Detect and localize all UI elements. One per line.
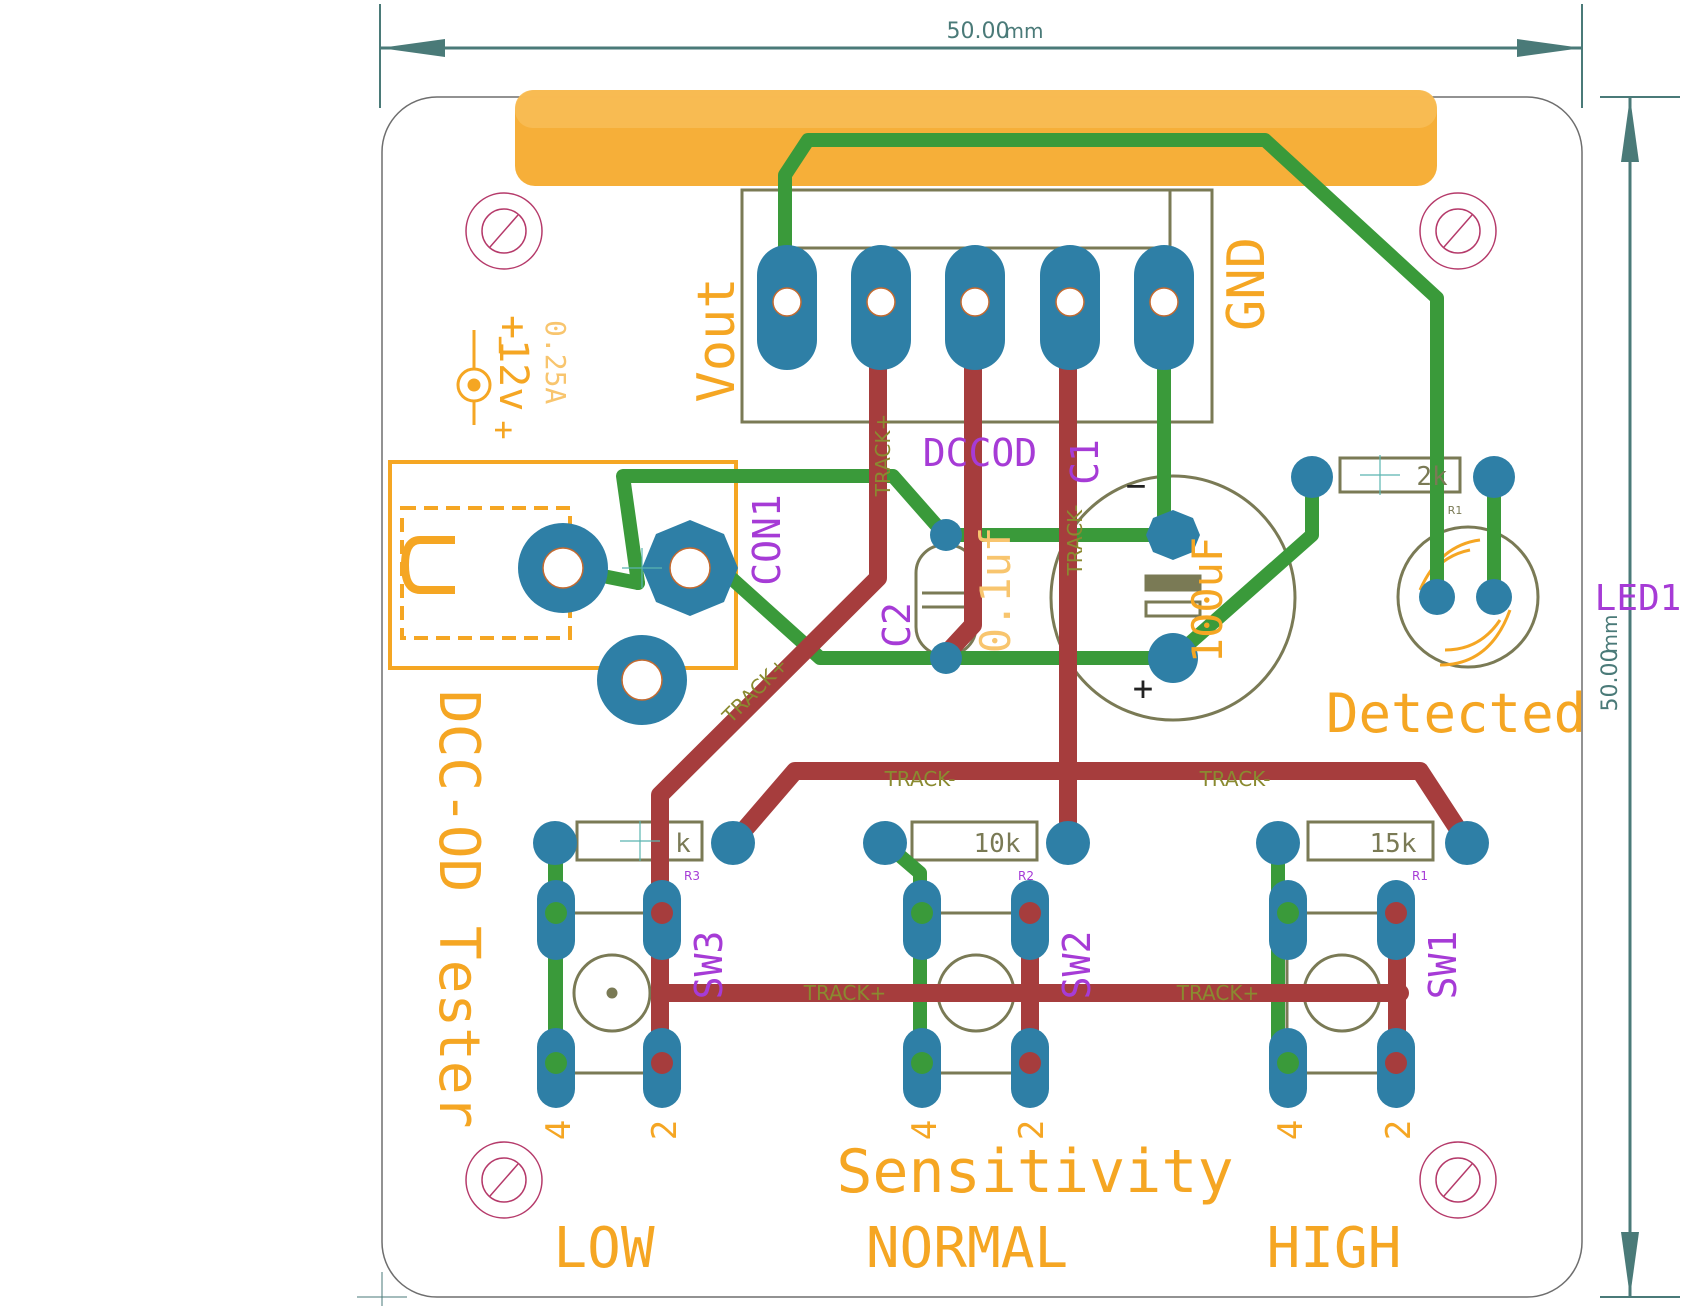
sensitivity-label: Sensitivity xyxy=(836,1137,1233,1207)
r1-value: 2k xyxy=(1416,462,1448,492)
normal-label: NORMAL xyxy=(866,1216,1068,1281)
mounting-hole xyxy=(1419,1141,1497,1219)
capacitor-c1-outline xyxy=(1049,474,1297,722)
vout-trace xyxy=(778,133,1444,604)
mounting-hole xyxy=(1419,192,1497,270)
detected-label: Detected xyxy=(1326,682,1586,745)
c1-plus-marker: + xyxy=(1133,669,1153,709)
height-dimension-unit: mm xyxy=(1598,615,1622,654)
net-label-track-minus-3: TRACK- xyxy=(1199,767,1271,791)
r-normal-ref: R2 xyxy=(1018,869,1034,883)
dimension-lines xyxy=(357,4,1680,1306)
r1-ref: R1 xyxy=(1448,504,1463,517)
net-label-track-minus-1: TRACK- xyxy=(1063,505,1087,577)
c2-value: 0.1uf xyxy=(971,527,1020,653)
track-minus-bus xyxy=(724,762,1476,852)
r-low-value: k xyxy=(675,829,691,859)
dccod-name: DCCOD xyxy=(923,431,1037,475)
pads xyxy=(518,245,1515,1108)
sw3-pin-4: 4 xyxy=(539,1120,579,1140)
sw1-name: SW1 xyxy=(1421,931,1465,1000)
height-dimension-label: 50.00 xyxy=(1598,649,1623,712)
sw1-pin-2: 2 xyxy=(1379,1120,1419,1140)
sw2-name: SW2 xyxy=(1055,931,1099,1000)
high-label: HIGH xyxy=(1267,1216,1402,1281)
c1-minus-marker: − xyxy=(1126,466,1146,506)
mounting-hole xyxy=(465,1141,543,1219)
net-label-track-minus-2: TRACK- xyxy=(884,767,956,791)
width-dimension-label: 50.00 xyxy=(947,19,1010,44)
net-label-track-plus-4: TRACK+ xyxy=(1176,981,1259,1005)
power-voltage-label: +12v xyxy=(490,315,536,411)
con1-name: CON1 xyxy=(745,494,789,586)
sw3-name: SW3 xyxy=(687,931,731,1000)
r-high-value: 15k xyxy=(1370,829,1417,859)
net-label-track-plus-1: TRACK+ xyxy=(871,414,895,497)
dccod-pin3-trace xyxy=(939,293,982,661)
resistor-high-body xyxy=(1306,820,1435,862)
resistor-normal-body xyxy=(910,820,1039,862)
c1-value: 100uF xyxy=(1183,537,1232,663)
board-title: DCC-OD Tester xyxy=(426,690,491,1128)
sw2-pin-4: 4 xyxy=(905,1120,945,1140)
mounting-holes xyxy=(465,192,1497,1219)
mounting-hole xyxy=(465,192,543,270)
low-label: LOW xyxy=(553,1216,654,1281)
net-label-track-plus-3: TRACK+ xyxy=(803,981,886,1005)
power-plus-trace xyxy=(616,469,1180,590)
vout-label: Vout xyxy=(687,277,747,402)
sw1-pin-4: 4 xyxy=(1271,1120,1311,1140)
power-current-label: 0.25A xyxy=(539,320,572,404)
polarity-plus: + xyxy=(485,420,523,439)
sw3-pin-2: 2 xyxy=(645,1120,685,1140)
sw2-pin-2: 2 xyxy=(1012,1120,1052,1140)
r-high-ref: R1 xyxy=(1412,869,1428,883)
width-dimension-unit: mm xyxy=(1005,19,1044,43)
power-symbol-icon xyxy=(456,330,492,425)
crosshair-markers xyxy=(620,455,1400,861)
c2-name: C2 xyxy=(875,602,919,648)
polarity-minus: − xyxy=(482,335,520,354)
led1-name: LED1 xyxy=(1595,578,1682,619)
r-normal-value: 10k xyxy=(974,829,1021,859)
gnd-label: GND xyxy=(1217,237,1277,331)
c1-name: C1 xyxy=(1063,439,1107,485)
resistor-r1-body xyxy=(1338,456,1462,494)
r-low-ref: R3 xyxy=(684,869,700,883)
